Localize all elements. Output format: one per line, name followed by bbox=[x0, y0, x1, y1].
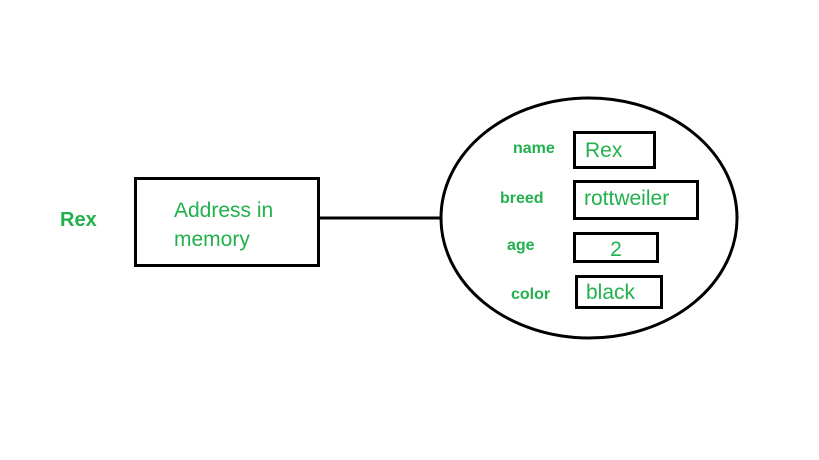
field-label-color: color bbox=[511, 286, 551, 303]
field-value-name: Rex bbox=[573, 131, 656, 169]
reference-variable-label: Rex bbox=[60, 209, 97, 231]
field-value-color: black bbox=[575, 275, 663, 309]
field-value-age: 2 bbox=[573, 232, 659, 263]
field-label-breed: breed bbox=[500, 190, 544, 207]
field-label-age: age bbox=[507, 237, 535, 254]
address-text: Address in memory bbox=[174, 199, 274, 251]
field-value-breed: rottweiler bbox=[573, 180, 699, 220]
address-box: Address in memory bbox=[134, 177, 320, 267]
field-label-name: name bbox=[513, 140, 555, 157]
